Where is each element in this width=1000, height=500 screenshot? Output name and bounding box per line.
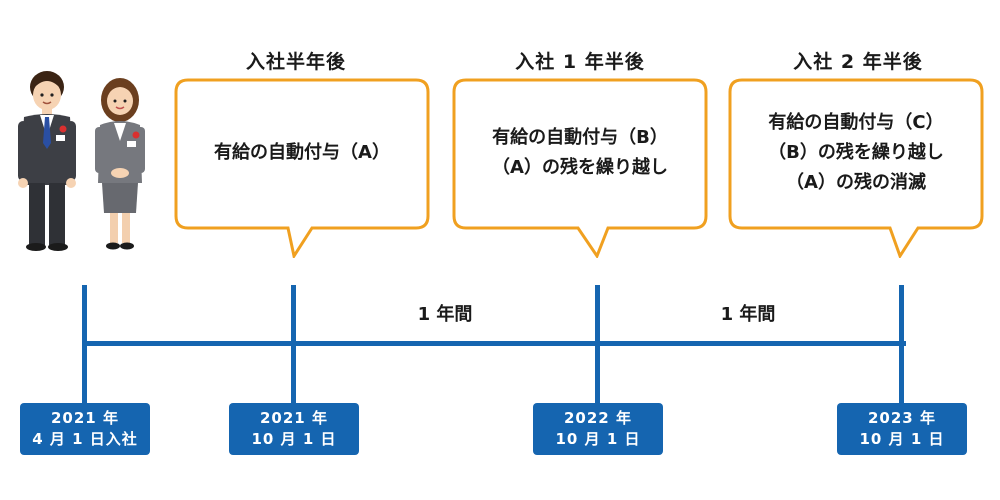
timeline-tick-2023-10 (899, 285, 904, 403)
timeline-axis (82, 341, 906, 346)
bubble-outline (452, 78, 708, 258)
business-couple-illustration (10, 65, 160, 265)
bubble-grant-c: 有給の自動付与（C） （B）の残を繰り越し （A）の残の消滅 (728, 78, 984, 258)
bubble-line: 有給の自動付与（C） (768, 112, 944, 133)
period-label: 1 年間 (720, 304, 776, 325)
period-label: 1 年間 (417, 304, 473, 325)
date-year: 2021 年 (260, 409, 328, 427)
bubble-outline (728, 78, 984, 258)
date-box-2023-10: 2023 年 10 月 1 日 (837, 403, 967, 455)
date-year: 2023 年 (868, 409, 936, 427)
bubble-line: 有給の自動付与（A） (214, 142, 390, 163)
date-box-2021-10: 2021 年 10 月 1 日 (229, 403, 359, 455)
date-year: 2021 年 (51, 409, 119, 427)
date-day: 4 月 1 日入社 (32, 430, 138, 448)
timeline-tick-2022-10 (595, 285, 600, 403)
date-day: 10 月 1 日 (251, 430, 337, 448)
heading-half-year: 入社半年後 (245, 51, 346, 73)
bubble-line: （A）の残を繰り越し (492, 157, 668, 178)
bubble-outline (174, 78, 430, 258)
timeline-tick-start (82, 285, 87, 403)
bubble-grant-a: 有給の自動付与（A） (174, 78, 430, 258)
timeline-tick-2021-10 (291, 285, 296, 403)
businessman-figure (18, 71, 76, 251)
date-box-2022-10: 2022 年 10 月 1 日 (533, 403, 663, 455)
date-year: 2022 年 (564, 409, 632, 427)
bubble-line: （B）の残を繰り越し (768, 142, 944, 163)
bubble-line: （A）の残の消滅 (786, 172, 926, 193)
businesswoman-figure (95, 78, 145, 250)
date-day: 10 月 1 日 (859, 430, 945, 448)
heading-two-and-half-year: 入社 2 年半後 (793, 51, 923, 73)
bubble-line: 有給の自動付与（B） (492, 127, 668, 148)
bubble-grant-b: 有給の自動付与（B） （A）の残を繰り越し (452, 78, 708, 258)
date-box-join: 2021 年 4 月 1 日入社 (20, 403, 150, 455)
heading-one-and-half-year: 入社 1 年半後 (515, 51, 645, 73)
date-day: 10 月 1 日 (555, 430, 641, 448)
